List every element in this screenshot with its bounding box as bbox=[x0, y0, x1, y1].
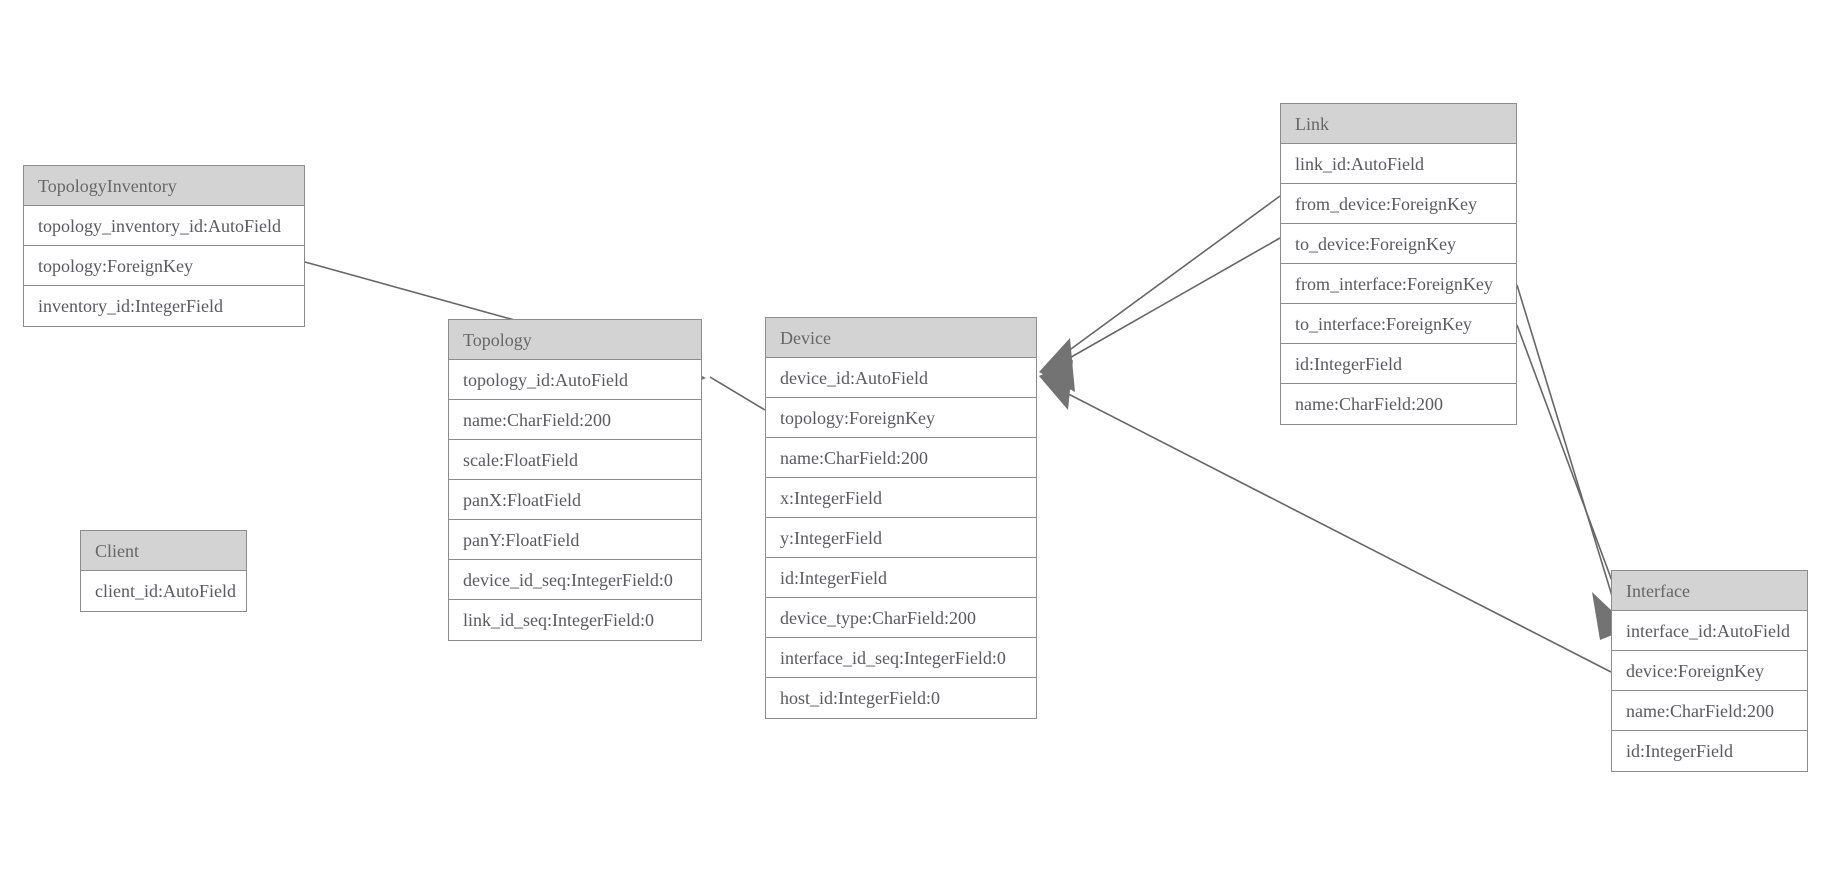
entity-link-field: id:IntegerField bbox=[1281, 344, 1516, 384]
entity-link-field: to_interface:ForeignKey bbox=[1281, 304, 1516, 344]
entity-device-field: device_type:CharField:200 bbox=[766, 598, 1036, 638]
edge-link-device-to bbox=[1044, 237, 1281, 373]
entity-client-title: Client bbox=[81, 531, 246, 571]
entity-device-field: interface_id_seq:IntegerField:0 bbox=[766, 638, 1036, 678]
entity-interface-field: device:ForeignKey bbox=[1612, 651, 1807, 691]
entity-link-field: link_id:AutoField bbox=[1281, 144, 1516, 184]
entity-topologyinventory-title: TopologyInventory bbox=[24, 166, 304, 206]
entity-topology-field: panY:FloatField bbox=[449, 520, 701, 560]
entity-topology-title: Topology bbox=[449, 320, 701, 360]
edge-link-device-from bbox=[1044, 195, 1281, 369]
entity-topologyinventory-field: topology:ForeignKey bbox=[24, 246, 304, 286]
entity-client[interactable]: Client client_id:AutoField bbox=[80, 530, 247, 612]
entity-interface-field: name:CharField:200 bbox=[1612, 691, 1807, 731]
entity-link-title: Link bbox=[1281, 104, 1516, 144]
entity-topology-field: scale:FloatField bbox=[449, 440, 701, 480]
entity-topology-field: name:CharField:200 bbox=[449, 400, 701, 440]
entity-interface-field: interface_id:AutoField bbox=[1612, 611, 1807, 651]
entity-topology-field: link_id_seq:IntegerField:0 bbox=[463, 610, 654, 630]
entity-interface-field: id:IntegerField bbox=[1626, 741, 1733, 761]
arrowhead-device-a bbox=[1039, 338, 1075, 392]
edge-link-interface-from bbox=[1516, 284, 1621, 623]
entity-device-field: topology:ForeignKey bbox=[766, 398, 1036, 438]
entity-topology-field: panX:FloatField bbox=[449, 480, 701, 520]
entity-device-title: Device bbox=[766, 318, 1036, 358]
entity-topologyinventory-field: inventory_id:IntegerField bbox=[38, 296, 223, 316]
entity-link-field: from_device:ForeignKey bbox=[1281, 184, 1516, 224]
entity-client-field: client_id:AutoField bbox=[95, 581, 236, 601]
arrowhead-device-b bbox=[1039, 360, 1073, 410]
entity-topologyinventory-field: topology_inventory_id:AutoField bbox=[24, 206, 304, 246]
entity-device-field: name:CharField:200 bbox=[766, 438, 1036, 478]
entity-interface-title: Interface bbox=[1612, 571, 1807, 611]
entity-link-field: from_interface:ForeignKey bbox=[1281, 264, 1516, 304]
entity-device-field: y:IntegerField bbox=[766, 518, 1036, 558]
edge-interface-device bbox=[1044, 381, 1612, 673]
entity-topology-field: device_id_seq:IntegerField:0 bbox=[449, 560, 701, 600]
entity-link-field: to_device:ForeignKey bbox=[1281, 224, 1516, 264]
entity-device-field: host_id:IntegerField:0 bbox=[780, 688, 940, 708]
entity-link-field: name:CharField:200 bbox=[1295, 394, 1443, 414]
entity-device-field: x:IntegerField bbox=[766, 478, 1036, 518]
edge-device-topology bbox=[709, 376, 766, 411]
entity-device-field: device_id:AutoField bbox=[766, 358, 1036, 398]
entity-device-field: id:IntegerField bbox=[766, 558, 1036, 598]
entity-topology-field: topology_id:AutoField bbox=[449, 360, 701, 400]
